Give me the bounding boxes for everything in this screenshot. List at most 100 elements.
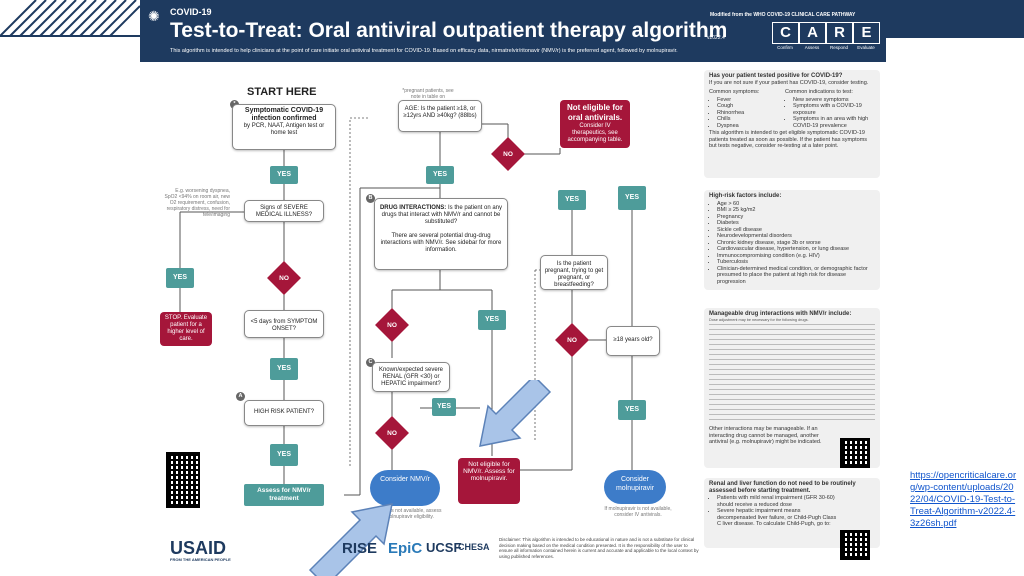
care-letter-c: C xyxy=(772,22,799,44)
drug-interactions-footer: Other interactions may be manageable. If… xyxy=(709,426,822,446)
age-question: AGE: Is the patient ≥18, or ≥12yrs AND ≥… xyxy=(398,100,482,132)
disclaimer: Disclaimer: This algorithm is intended t… xyxy=(499,537,699,559)
sidebar-testing-title: Has your patient tested positive for COV… xyxy=(709,73,843,79)
risk-factor-item: BMI ≥ 25 kg/m2 xyxy=(717,207,875,214)
epic-logo: EpiC xyxy=(388,540,423,557)
symptom-item: Chills xyxy=(717,116,779,123)
no-pregnant-label: NO xyxy=(567,337,577,344)
renal-liver-item: Severe hepatic impairment means decompen… xyxy=(717,508,837,528)
usaid-logo: USAID xyxy=(170,538,227,558)
symptom-item: Fever xyxy=(717,97,779,104)
qr-code-drug-interactions xyxy=(840,438,870,468)
stop-evaluate-box: STOP. Evaluate patient for a higher leve… xyxy=(160,312,212,346)
version-label: v2022.4 xyxy=(707,35,725,41)
common-symptoms-label: Common symptoms: xyxy=(709,89,760,95)
yes-high-risk: YES xyxy=(270,444,298,466)
care-letter-a: A xyxy=(799,22,826,44)
risk-factor-item: Diabetes xyxy=(717,220,875,227)
qr-code-child-pugh xyxy=(840,530,870,560)
virus-icon: ✺ xyxy=(148,8,160,24)
consider-nmv-oval: Consider NMV/r xyxy=(370,470,440,506)
algorithm-poster: ✺ COVID-19 Test-to-Treat: Oral antiviral… xyxy=(140,0,886,576)
not-eligible-oral-box: Not eligible for oral antivirals. Consid… xyxy=(560,100,630,148)
no-age-label: NO xyxy=(503,151,513,158)
drug-interaction-note: There are several potential drug-drug in… xyxy=(380,233,502,253)
symptom-item: Rhinorrhea xyxy=(717,110,779,117)
renal-liver-item: Patients with mild renal impairment (GFR… xyxy=(717,495,837,508)
consider-nmv-note: If NMV/r is not available, assess for mo… xyxy=(370,508,442,520)
covid-label: COVID-19 xyxy=(170,7,212,17)
sidebar-risk-section: High-risk factors include: Age > 60 BMI … xyxy=(704,190,880,290)
symptom-item: Cough xyxy=(717,103,779,110)
drug-interaction-text: Is the patient on any drugs that interac… xyxy=(381,205,503,225)
risk-factor-item: Neurodevelopmental disorders xyxy=(717,233,875,240)
no-renal-label: NO xyxy=(387,430,397,437)
symptom-item: Dyspnea xyxy=(717,123,779,130)
drug-interactions-list xyxy=(709,324,875,425)
risk-factor-item: Pregnancy xyxy=(717,214,875,221)
yes-renal: YES xyxy=(432,398,456,416)
care-letter-e: E xyxy=(853,22,880,44)
indication-item: Symptoms in an area with high COVID-19 p… xyxy=(793,116,875,129)
yes-after-symptomatic: YES xyxy=(270,166,298,184)
risk-factor-item: Cardiovascular disease, hypertension, or… xyxy=(717,246,875,253)
sidebar-ref-a: A xyxy=(236,392,245,401)
symptomatic-title: Symptomatic COVID-19 infection confirmed xyxy=(244,107,324,122)
hatch-decoration xyxy=(0,0,140,38)
high-risk-question: HIGH RISK PATIENT? xyxy=(244,400,324,426)
sidebar-testing-text: If you are not sure if your patient has … xyxy=(709,79,869,86)
not-eligible-nmv-box: Not eligible for NMV/r. Assess for molnu… xyxy=(458,458,520,504)
modified-note: Modified from the WHO COVID-19 CLINICAL … xyxy=(710,12,856,18)
indication-item: New severe symptoms xyxy=(793,97,875,104)
yes-onset: YES xyxy=(270,358,298,380)
pregnant-question: Is the patient pregnant, trying to get p… xyxy=(540,255,608,290)
renal-liver-title: Renal and liver function do not need to … xyxy=(709,481,856,494)
care-label-confirm: Confirm xyxy=(777,45,793,50)
age18-question: ≥18 years old? xyxy=(606,326,660,356)
source-link[interactable]: https://opencriticalcare.org/wp-content/… xyxy=(910,470,1017,529)
risk-factor-item: Chronic kidney disease, stage 3b or wors… xyxy=(717,240,875,247)
highlight-arrows xyxy=(308,380,552,576)
drug-interactions-text: Dose adjustment may be necessary for the… xyxy=(709,317,809,322)
drug-interaction-title: DRUG INTERACTIONS: xyxy=(379,205,447,211)
right-header-bar xyxy=(886,0,1024,38)
risk-factors-title: High-risk factors include: xyxy=(709,193,782,199)
start-here-label: START HERE xyxy=(247,86,317,98)
drug-interaction-question: DRUG INTERACTIONS: Is the patient on any… xyxy=(374,198,508,270)
rise-logo: RISE xyxy=(342,540,378,557)
poster-header: ✺ COVID-19 Test-to-Treat: Oral antiviral… xyxy=(140,0,886,62)
not-eligible-oral-sub: Consider IV therapeutics, see accompanyi… xyxy=(567,123,623,143)
yes-drug: YES xyxy=(478,310,506,330)
severe-illness-question: Signs of SEVERE MEDICAL ILLNESS? xyxy=(244,200,324,222)
risk-factor-item: Age > 60 xyxy=(717,201,875,208)
yes-severe: YES xyxy=(166,268,194,288)
care-label-evaluate: Evaluate xyxy=(857,45,875,50)
risk-factor-item: Immunocompromising condition (e.g. HIV) xyxy=(717,253,875,260)
yes-age: YES xyxy=(426,166,454,184)
assess-nmv-box: Assess for NMV/r treatment xyxy=(244,484,324,506)
sidebar-ref-c: C xyxy=(366,358,375,367)
chesa-logo: CHESA xyxy=(458,542,490,552)
care-letter-r: R xyxy=(826,22,853,44)
symptomatic-subtitle: by PCR, NAAT, Antigen test or home test xyxy=(243,123,325,136)
poster-subtitle: This algorithm is intended to help clini… xyxy=(170,48,678,54)
ucsf-logo: UCSF xyxy=(426,540,462,555)
severity-examples-note: E.g. worsening dyspnea, SpO2 <94% on roo… xyxy=(164,188,230,218)
usaid-tagline: FROM THE AMERICAN PEOPLE xyxy=(170,557,231,562)
care-label-assess: Assess xyxy=(804,45,820,50)
indication-item: Symptoms with a COVID-19 exposure xyxy=(793,103,875,116)
drug-interactions-title: Manageable drug interactions with NMV/r … xyxy=(709,311,852,317)
sidebar-drug-interactions-section: Manageable drug interactions with NMV/r … xyxy=(704,308,880,468)
care-label-respond: Respond xyxy=(829,45,848,50)
sidebar-testing-section: Has your patient tested positive for COV… xyxy=(704,70,880,178)
yes-pregnant: YES xyxy=(558,190,586,210)
symptom-onset-question: <5 days from SYMPTOM ONSET? xyxy=(244,310,324,338)
risk-factor-item: Sickle cell disease xyxy=(717,227,875,234)
consider-molnupiravir-note: If molnupiravir is not available, consid… xyxy=(604,506,672,518)
renal-hepatic-question: Known/expected severe RENAL (GFR <30) or… xyxy=(372,362,450,392)
symptomatic-confirmed-box: Symptomatic COVID-19 infection confirmed… xyxy=(232,104,336,150)
poster-title: Test-to-Treat: Oral antiviral outpatient… xyxy=(170,19,728,42)
yes-age18-final: YES xyxy=(618,400,646,420)
sidebar-ref-b: B xyxy=(366,194,375,203)
no-severe-label: NO xyxy=(279,275,289,282)
